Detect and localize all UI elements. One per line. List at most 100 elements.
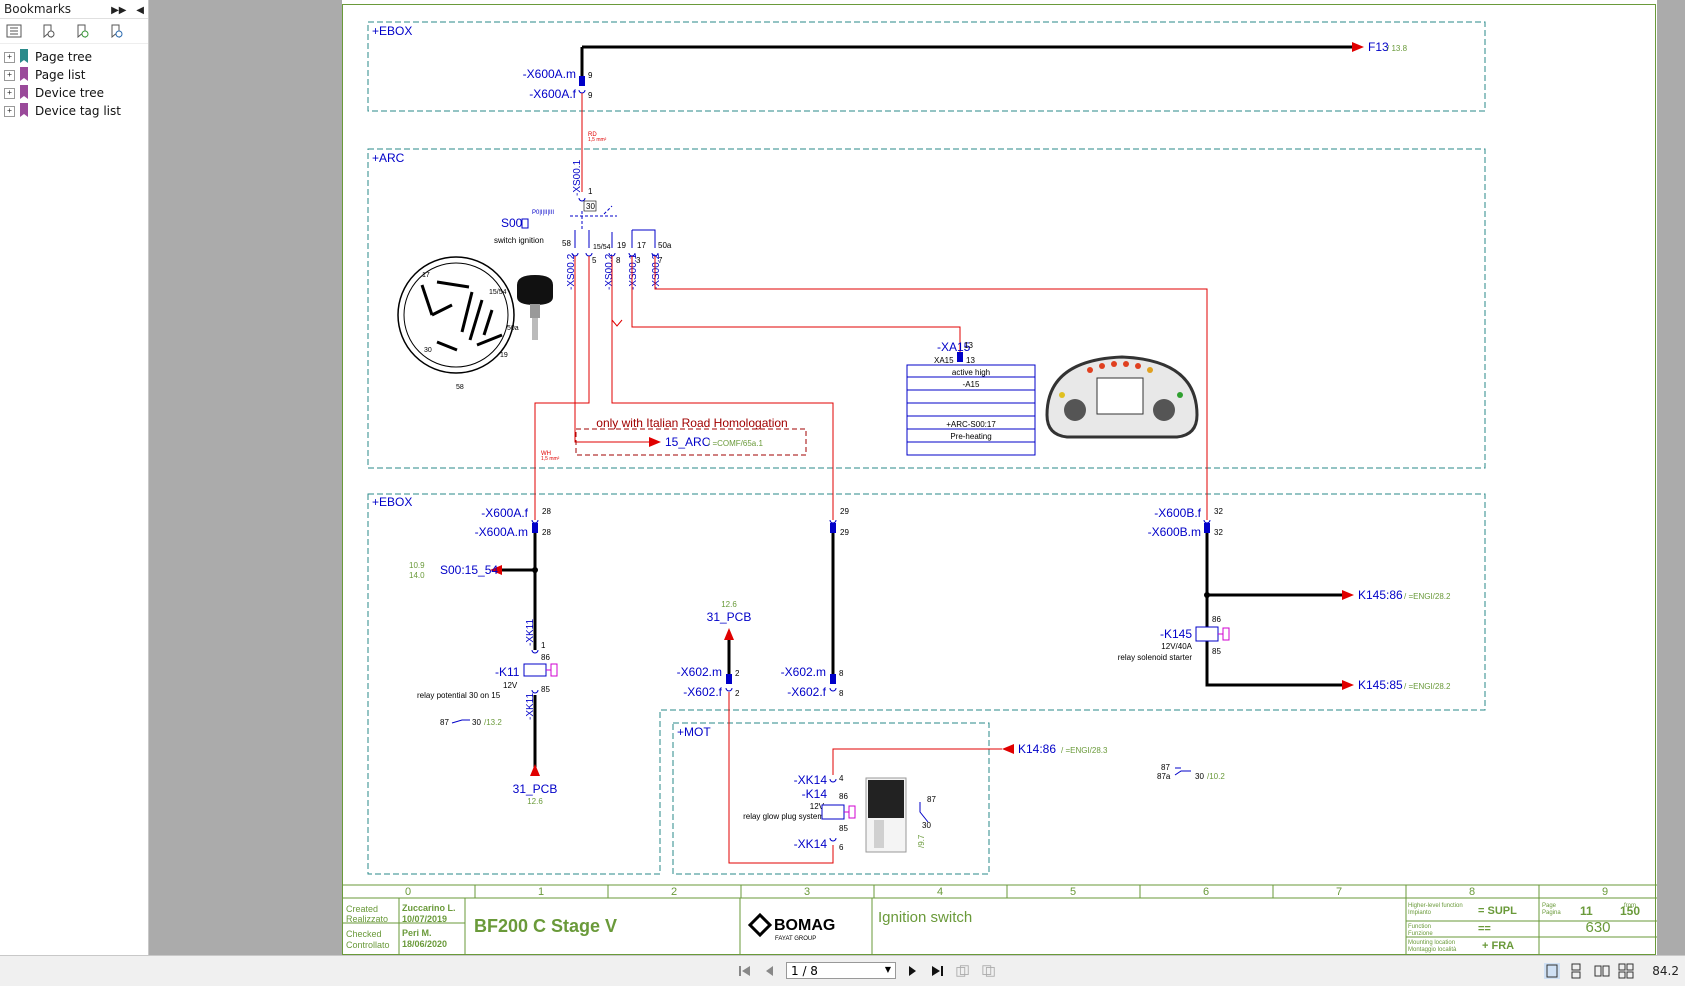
contact: 30 [472, 718, 481, 727]
label-xs00-1: -XS00.1 [572, 159, 583, 196]
tb-from-value: 150 [1620, 904, 1640, 918]
zoom-level[interactable]: 84.2 [1652, 964, 1679, 978]
connector-x600a-f [578, 89, 586, 94]
expand-icon[interactable]: + [4, 69, 15, 81]
connector [531, 519, 539, 524]
last-page-button[interactable] [930, 964, 944, 978]
connector [1204, 523, 1210, 533]
pin: 8 [839, 669, 844, 678]
contact: 30 [1195, 772, 1204, 781]
label-x600a-m: -X600A.m [475, 525, 528, 539]
wire-size: 1,5 mm² [588, 137, 607, 143]
tree-item-label: Device tag list [35, 104, 121, 118]
label-xs00-2: -XS00.2 [566, 253, 577, 290]
label-31-pcb-mid: 31_PCB [707, 610, 752, 624]
expand-panel-icon[interactable]: ▶▶ [111, 5, 127, 16]
previous-page-button[interactable] [762, 964, 776, 978]
contact-symbol [451, 719, 470, 724]
continuous-view-icon[interactable] [1568, 963, 1584, 979]
label-xk14: -XK14 [794, 837, 828, 851]
switch-positions: P0|I|II|III [532, 210, 554, 216]
switch-legs [574, 230, 656, 248]
ref: / =ENGI/28.3 [1061, 746, 1108, 755]
schematic-drawing: +EBOX +ARC +EBOX +MOT F13 / 13.8 -X600A.… [342, 4, 1657, 955]
bookmark-delete-icon[interactable] [40, 23, 56, 39]
arrow-k145-86 [1342, 590, 1354, 600]
dashboard-display-icon [1045, 355, 1199, 439]
collapse-panel-icon[interactable]: ◀ [136, 5, 144, 16]
bookmarks-toolbar [0, 19, 148, 44]
ref: 12.6 [721, 600, 737, 609]
next-page-button[interactable] [906, 964, 920, 978]
pin: 29 [840, 528, 849, 537]
label-x600b-m: -X600B.m [1148, 525, 1201, 539]
pin: 29 [840, 507, 849, 516]
continuous-facing-view-icon[interactable] [1618, 963, 1634, 979]
pin: 85 [1212, 647, 1221, 656]
ref-f13: / 13.8 [1387, 44, 1408, 53]
previous-view-button[interactable] [956, 964, 970, 978]
tb-sheet-no: 630 [1585, 919, 1610, 936]
dial-label: 17 [422, 272, 430, 279]
bookmark-find-icon[interactable] [108, 23, 124, 39]
pin: 1 [588, 187, 593, 196]
connector [829, 778, 837, 783]
tree-item-page-tree[interactable]: + Page tree [0, 48, 148, 66]
column-grid: 0 1 2 3 4 5 6 7 8 9 [342, 884, 1657, 899]
switch-connectors [571, 252, 659, 257]
page-number-input[interactable]: 1 / 8 ▼ [786, 962, 896, 979]
tree-item-device-tree[interactable]: + Device tree [0, 84, 148, 102]
tree-item-device-tag-list[interactable]: + Device tag list [0, 102, 148, 120]
zone-arc [367, 148, 1486, 469]
pin: 8 [839, 689, 844, 698]
bomag-logo-icon [747, 912, 773, 938]
tb-ml-value: + FRA [1482, 940, 1514, 952]
bookmark-icon [19, 66, 29, 84]
pin: 30 [586, 202, 595, 211]
bookmark-new-icon[interactable] [74, 23, 90, 39]
label-xa15: -XA15 [937, 340, 971, 354]
contact-symbol [919, 802, 929, 823]
tb-label: Impianto [1408, 910, 1432, 916]
wire-19 [611, 256, 834, 520]
expand-icon[interactable]: + [4, 87, 15, 99]
wire-k145 [1205, 533, 1342, 687]
wire-color: RD [588, 132, 597, 138]
relay-desc: relay potential 30 on 15 [417, 691, 501, 700]
pin: 8 [616, 256, 621, 265]
tb-label: Function [1408, 924, 1431, 930]
relay-desc: relay solenoid starter [1118, 653, 1193, 662]
relay-rating: 12V/40A [1161, 642, 1192, 651]
document-viewport[interactable]: +EBOX +ARC +EBOX +MOT F13 / 13.8 -X600A.… [149, 0, 1685, 955]
pin: 9 [588, 71, 593, 80]
dial-label: 19 [500, 352, 508, 359]
diode-k11 [546, 663, 558, 677]
tb-label: Mounting location [1408, 940, 1455, 946]
expand-icon[interactable]: + [4, 51, 15, 63]
navigation-bar: 1 / 8 ▼ 84.2 [0, 955, 1685, 986]
facing-view-icon[interactable] [1594, 963, 1610, 979]
first-page-button[interactable] [738, 964, 752, 978]
tree-item-page-list[interactable]: + Page list [0, 66, 148, 84]
arrow-f13 [1352, 42, 1364, 52]
pin: 28 [542, 528, 551, 537]
next-view-button[interactable] [982, 964, 996, 978]
grid-number: 6 [1203, 886, 1209, 898]
label-x600a-m: -X600A.m [523, 67, 576, 81]
grid-number: 4 [937, 886, 943, 898]
bookmark-icon [19, 48, 29, 66]
tree-item-label: Page tree [35, 50, 93, 64]
zone-label: +EBOX [372, 24, 412, 38]
connector [1203, 519, 1211, 524]
bookmark-options-icon[interactable] [6, 23, 22, 39]
tb-created-date: 10/07/2019 [402, 914, 447, 924]
label-k14: -K14 [802, 787, 828, 801]
page-frame [342, 4, 1656, 955]
single-page-view-icon[interactable] [1544, 963, 1560, 979]
chevron-down-icon[interactable]: ▼ [884, 965, 891, 974]
ref: /10.2 [1207, 772, 1225, 781]
label-x602-m: -X602.m [781, 665, 826, 679]
label-15-arc: 15_ARC [665, 435, 711, 449]
expand-icon[interactable]: + [4, 105, 15, 117]
connector [531, 689, 539, 694]
